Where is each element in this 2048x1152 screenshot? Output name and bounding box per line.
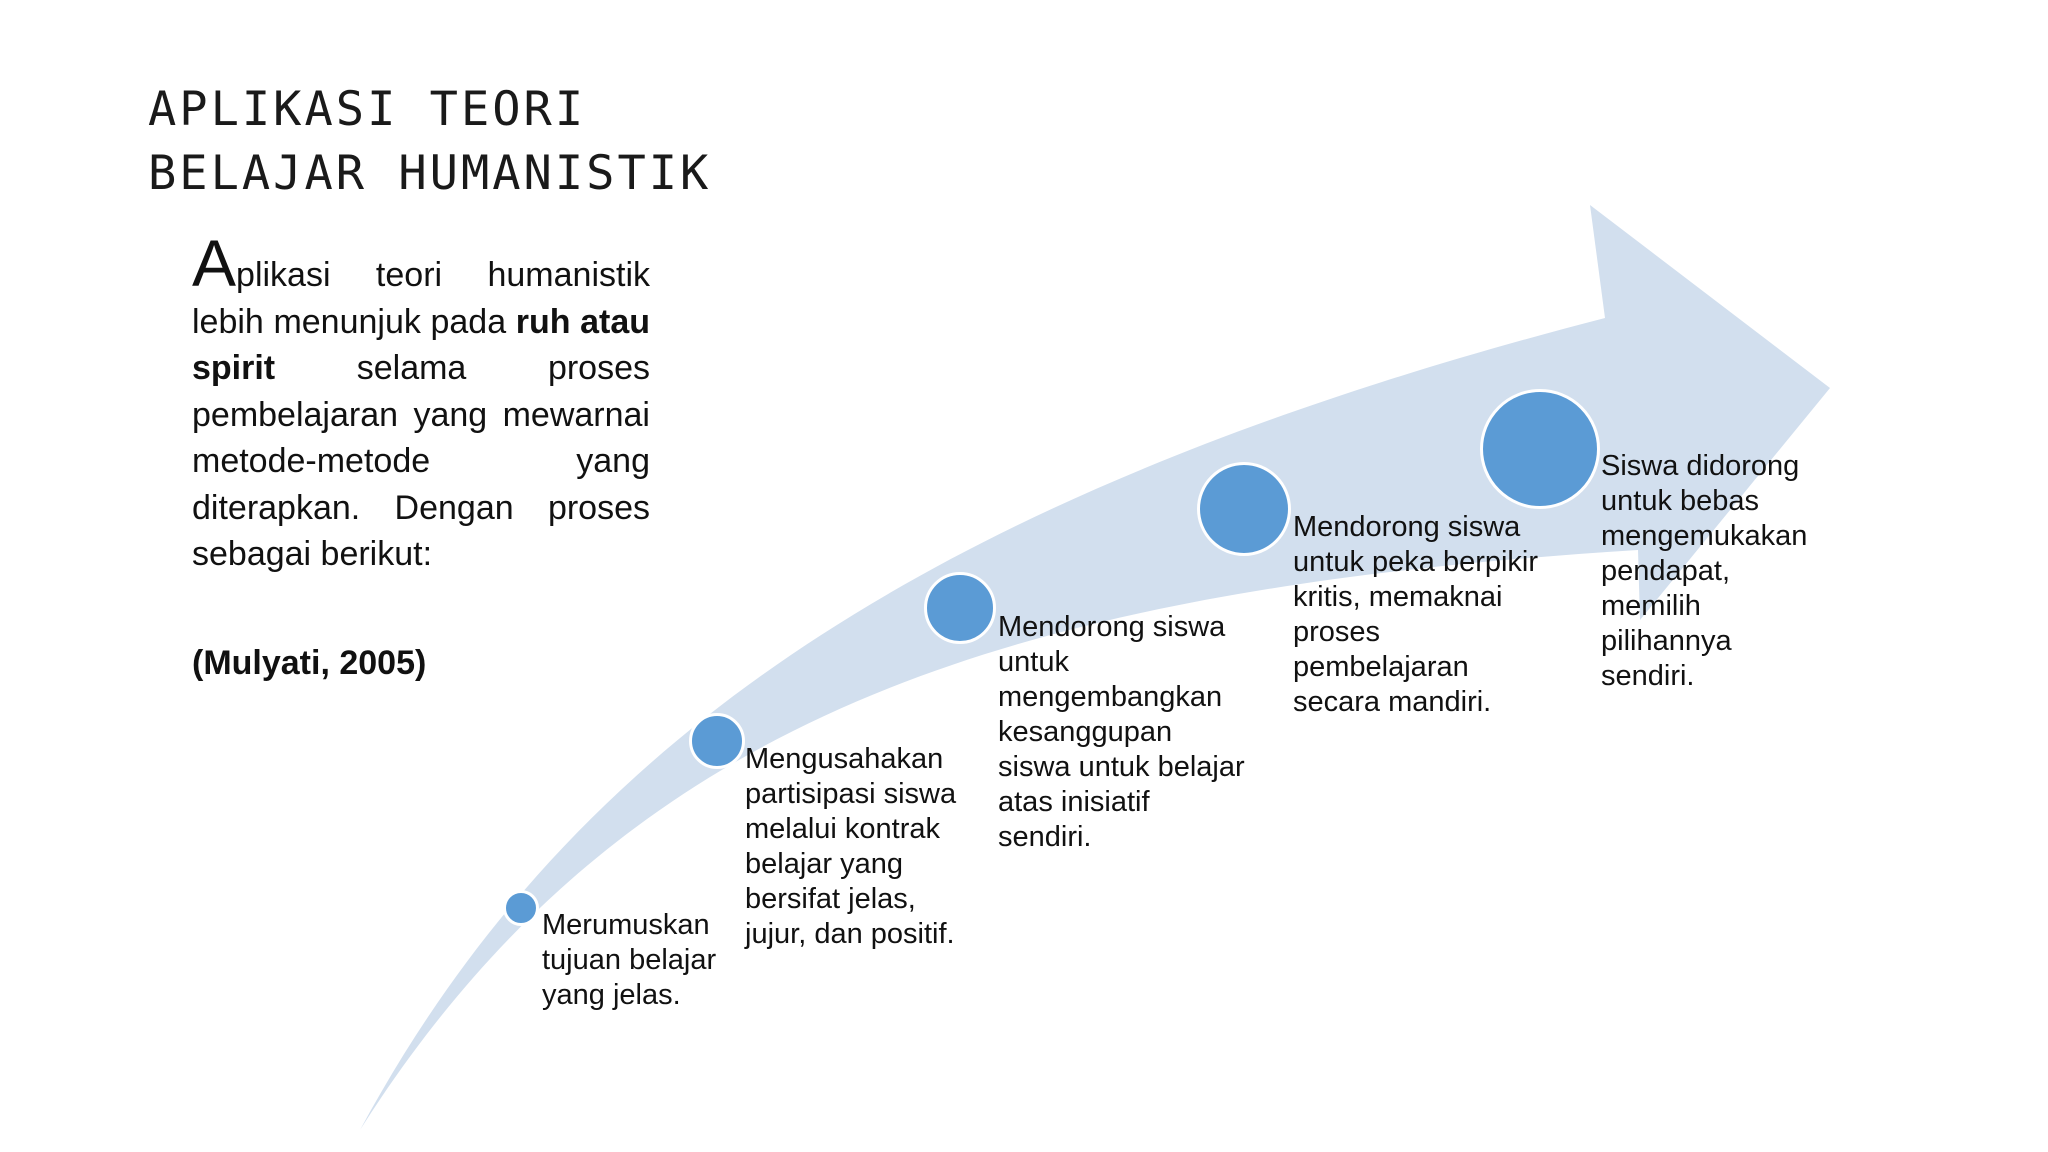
step-2-text: Mengusahakan partisipasi siswa melalui k… bbox=[745, 743, 957, 950]
step-3-text: Mendorong siswa untuk mengembangkan kesa… bbox=[998, 611, 1245, 853]
step-5-text: Siswa didorong untuk bebas mengemukakan … bbox=[1601, 450, 1808, 692]
step-2-circle bbox=[689, 713, 745, 769]
step-4-circle bbox=[1197, 462, 1291, 556]
dropcap-letter: A bbox=[192, 226, 237, 300]
slide-title: APLIKASI TEORI BELAJAR HUMANISTIK bbox=[148, 82, 712, 201]
step-5-circle bbox=[1480, 389, 1600, 509]
citation: (Mulyati, 2005) bbox=[192, 644, 427, 682]
intro-text-start: plikasi teori humanistik lebih menunjuk … bbox=[192, 256, 650, 341]
step-3-circle bbox=[924, 572, 996, 644]
intro-bold-phrase: ruh atau spirit bbox=[192, 302, 651, 388]
step-1-text: Merumuskan tujuan belajar yang jelas. bbox=[542, 909, 717, 1011]
step-1-circle bbox=[503, 890, 539, 926]
intro-paragraph: Aplikasi teori humanistik lebih menunjuk… bbox=[192, 230, 651, 578]
step-4-text: Mendorong siswa untuk peka berpikir krit… bbox=[1293, 511, 1539, 718]
intro-text-end: selama proses pembelajaran yang mewarnai… bbox=[192, 349, 650, 573]
